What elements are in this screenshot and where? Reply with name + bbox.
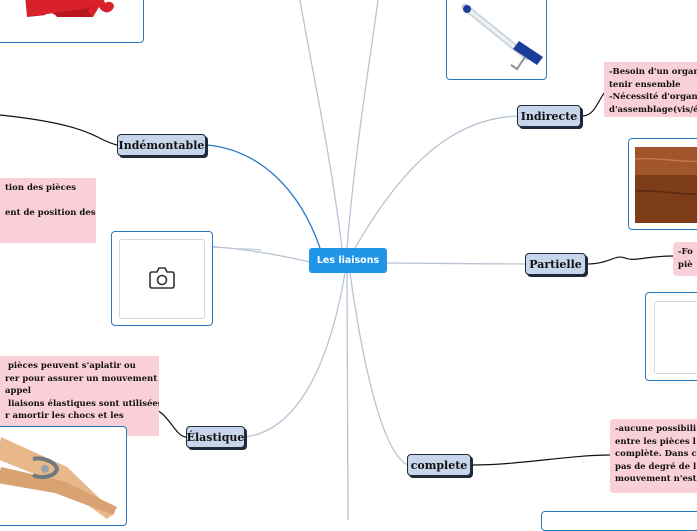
image-card-pen[interactable] <box>446 0 547 80</box>
link-partielle <box>384 262 527 265</box>
image-card-bottom-right[interactable] <box>541 511 697 531</box>
branch-indirecte-label: Indirecte <box>520 109 578 123</box>
link-complete-sub <box>471 454 611 466</box>
link-partielle-sub <box>585 255 674 265</box>
puzzle-piece-image <box>25 0 114 17</box>
note-partielle: -Fo piè <box>673 242 697 276</box>
branch-indemontable[interactable]: Indémontable <box>117 134 206 156</box>
note-indirecte: -Besoin d'un organ tenir ensemble -Néces… <box>604 62 697 117</box>
branch-partielle-label: Partielle <box>529 257 582 271</box>
link-bottom <box>346 272 349 520</box>
image-card-puzzle[interactable] <box>0 0 144 43</box>
image-placeholder-frame <box>119 239 205 319</box>
link-elastique <box>244 272 346 438</box>
image-card-blank[interactable] <box>645 292 697 381</box>
connection-lines <box>0 0 674 520</box>
central-topic[interactable]: Les liaisons <box>309 248 387 273</box>
image-card-wood[interactable] <box>628 138 697 230</box>
link-top-left <box>299 0 343 249</box>
note-elastique: pièces peuvent s'aplatir ou rer pour ass… <box>0 356 159 436</box>
branch-indemontable-label: Indémontable <box>118 138 205 152</box>
branch-complete-label: complete <box>410 458 468 472</box>
link-indirecte <box>354 115 519 249</box>
note-complete: -aucune possibili entre les pièces l com… <box>610 419 697 493</box>
branch-complete[interactable]: complete <box>407 454 471 476</box>
branch-elastique-label: Élastique <box>186 430 245 444</box>
branch-elastique[interactable]: Élastique <box>186 426 245 448</box>
clothespin-image <box>0 437 117 519</box>
wood-block-image <box>634 147 697 223</box>
image-card-clothespin[interactable] <box>0 426 127 526</box>
central-topic-label: Les liaisons <box>316 255 380 266</box>
link-indemontable-sub <box>0 114 118 146</box>
camera-icon[interactable] <box>148 266 176 290</box>
link-complete <box>349 272 409 466</box>
link-indirecte-sub <box>581 91 606 117</box>
branch-indirecte[interactable]: Indirecte <box>517 105 581 127</box>
link-top-right <box>346 0 379 249</box>
image-card-camera[interactable] <box>111 231 213 326</box>
image-placeholder <box>654 301 697 374</box>
pen-image <box>461 3 543 71</box>
branch-partielle[interactable]: Partielle <box>525 253 586 275</box>
note-left-top: tion des pièces ent de position des <box>0 178 96 243</box>
link-camera <box>211 246 311 263</box>
link-indemontable <box>206 144 321 249</box>
